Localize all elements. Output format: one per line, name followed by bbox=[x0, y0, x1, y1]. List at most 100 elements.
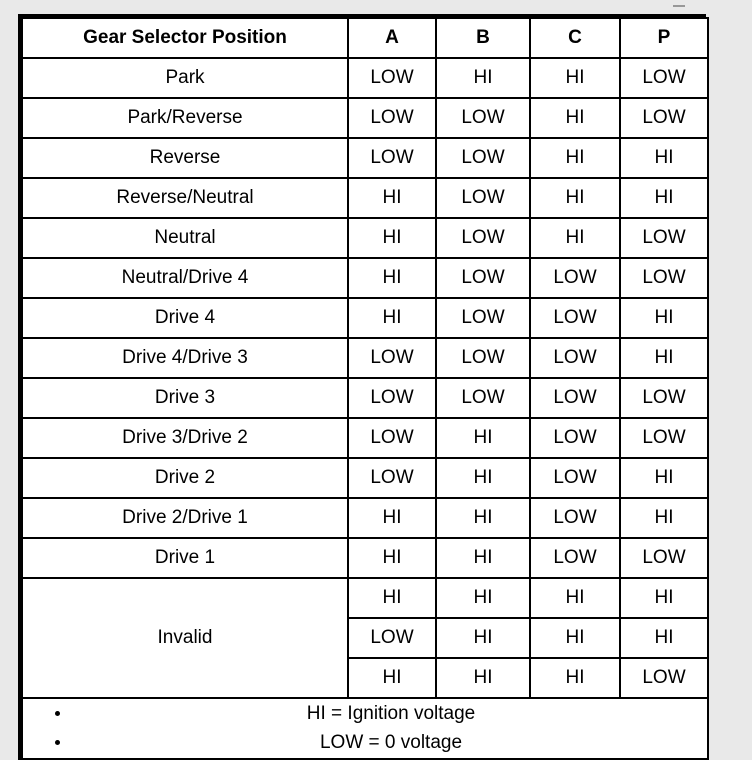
table-row: Reverse LOW LOW HI HI bbox=[21, 137, 709, 179]
cell-a: HI bbox=[347, 577, 437, 619]
gear-selector-truth-table-container: Gear Selector Position A B C P Park LOW … bbox=[18, 14, 709, 760]
cell-a: HI bbox=[347, 257, 437, 299]
cell-c: LOW bbox=[529, 497, 621, 539]
cell-a: HI bbox=[347, 177, 437, 219]
cell-p: LOW bbox=[619, 537, 709, 579]
cell-a: HI bbox=[347, 537, 437, 579]
cell-c: HI bbox=[529, 617, 621, 659]
cell-p: HI bbox=[619, 617, 709, 659]
cell-position: Park bbox=[21, 57, 349, 99]
table-header: Gear Selector Position A B C P bbox=[21, 17, 709, 59]
cell-b: HI bbox=[435, 417, 531, 459]
cell-b: HI bbox=[435, 617, 531, 659]
cell-c: HI bbox=[529, 577, 621, 619]
cell-c: HI bbox=[529, 57, 621, 99]
cell-a: LOW bbox=[347, 377, 437, 419]
column-header-a: A bbox=[347, 17, 437, 59]
legend-item-hi: HI = Ignition voltage bbox=[53, 699, 707, 728]
table-row-invalid: Invalid HI HI HI HI bbox=[21, 577, 709, 699]
cell-c: LOW bbox=[529, 377, 621, 419]
legend-item-hi-label: HI = Ignition voltage bbox=[306, 703, 476, 724]
cell-a: LOW bbox=[347, 457, 437, 499]
cell-position-invalid: Invalid bbox=[21, 577, 349, 699]
cell-position: Park/Reverse bbox=[21, 97, 349, 139]
cell-a: LOW bbox=[347, 417, 437, 459]
cell-position: Drive 3 bbox=[21, 377, 349, 419]
table-row: Drive 4 HI LOW LOW HI bbox=[21, 297, 709, 339]
cell-b: LOW bbox=[435, 217, 531, 259]
column-header-position: Gear Selector Position bbox=[21, 17, 349, 59]
cell-a: HI bbox=[347, 497, 437, 539]
cell-p: HI bbox=[619, 457, 709, 499]
cell-c: LOW bbox=[529, 297, 621, 339]
cell-b: LOW bbox=[435, 377, 531, 419]
cell-a: HI bbox=[347, 297, 437, 339]
cell-position: Reverse bbox=[21, 137, 349, 179]
cell-p: HI bbox=[619, 577, 709, 619]
cell-position: Drive 2 bbox=[21, 457, 349, 499]
legend-item-low-label: LOW = 0 voltage bbox=[319, 732, 463, 754]
cell-b: HI bbox=[435, 657, 531, 699]
column-header-p: P bbox=[619, 17, 709, 59]
legend-list: HI = Ignition voltage LOW = 0 voltage bbox=[23, 699, 707, 758]
table-row: Park LOW HI HI LOW bbox=[21, 57, 709, 99]
table-row: Drive 3 LOW LOW LOW LOW bbox=[21, 377, 709, 419]
cell-p: LOW bbox=[619, 417, 709, 459]
cell-p: LOW bbox=[619, 377, 709, 419]
cell-a: LOW bbox=[347, 137, 437, 179]
bullet-icon bbox=[55, 740, 60, 746]
cell-a: HI bbox=[347, 217, 437, 259]
cell-b: LOW bbox=[435, 97, 531, 139]
table-row: Drive 2 LOW HI LOW HI bbox=[21, 457, 709, 499]
scan-artifact bbox=[673, 5, 685, 7]
cell-p: HI bbox=[619, 177, 709, 219]
cell-b: LOW bbox=[435, 137, 531, 179]
column-header-c: C bbox=[529, 17, 621, 59]
cell-b: LOW bbox=[435, 337, 531, 379]
table-row: Drive 2/Drive 1 HI HI LOW HI bbox=[21, 497, 709, 539]
cell-b: HI bbox=[435, 537, 531, 579]
cell-position: Neutral bbox=[21, 217, 349, 259]
cell-a: LOW bbox=[347, 57, 437, 99]
gear-selector-truth-table: Gear Selector Position A B C P Park LOW … bbox=[21, 17, 709, 760]
table-row: Drive 1 HI HI LOW LOW bbox=[21, 537, 709, 579]
cell-b: LOW bbox=[435, 177, 531, 219]
cell-p: LOW bbox=[619, 257, 709, 299]
cell-c: LOW bbox=[529, 337, 621, 379]
cell-p: LOW bbox=[619, 97, 709, 139]
legend-item-low: LOW = 0 voltage bbox=[53, 728, 707, 757]
cell-a: LOW bbox=[347, 617, 437, 659]
cell-c: LOW bbox=[529, 457, 621, 499]
table-body: Park LOW HI HI LOW Park/Reverse LOW LOW … bbox=[21, 57, 709, 760]
cell-position: Neutral/Drive 4 bbox=[21, 257, 349, 299]
cell-a: LOW bbox=[347, 337, 437, 379]
cell-a: LOW bbox=[347, 97, 437, 139]
table-notes-row: HI = Ignition voltage LOW = 0 voltage bbox=[21, 697, 709, 760]
legend-notes: HI = Ignition voltage LOW = 0 voltage bbox=[21, 697, 709, 760]
cell-b: HI bbox=[435, 57, 531, 99]
table-row: Drive 3/Drive 2 LOW HI LOW LOW bbox=[21, 417, 709, 459]
cell-p: HI bbox=[619, 497, 709, 539]
cell-b: HI bbox=[435, 577, 531, 619]
cell-position: Drive 4 bbox=[21, 297, 349, 339]
cell-b: LOW bbox=[435, 297, 531, 339]
cell-c: LOW bbox=[529, 537, 621, 579]
cell-b: LOW bbox=[435, 257, 531, 299]
cell-b: HI bbox=[435, 457, 531, 499]
cell-position: Drive 2/Drive 1 bbox=[21, 497, 349, 539]
cell-c: LOW bbox=[529, 417, 621, 459]
table-row-invalid: HI HI HI LOW bbox=[22, 657, 709, 699]
cell-p: LOW bbox=[619, 217, 709, 259]
cell-c: HI bbox=[529, 217, 621, 259]
cell-c: HI bbox=[529, 97, 621, 139]
cell-c: LOW bbox=[529, 257, 621, 299]
cell-position: Drive 3/Drive 2 bbox=[21, 417, 349, 459]
cell-position: Drive 1 bbox=[21, 537, 349, 579]
column-header-b: B bbox=[435, 17, 531, 59]
cell-position: Drive 4/Drive 3 bbox=[21, 337, 349, 379]
cell-c: HI bbox=[529, 137, 621, 179]
table-row-invalid: LOW HI HI HI bbox=[22, 617, 709, 659]
cell-a: HI bbox=[347, 657, 437, 699]
table-row: Reverse/Neutral HI LOW HI HI bbox=[21, 177, 709, 219]
